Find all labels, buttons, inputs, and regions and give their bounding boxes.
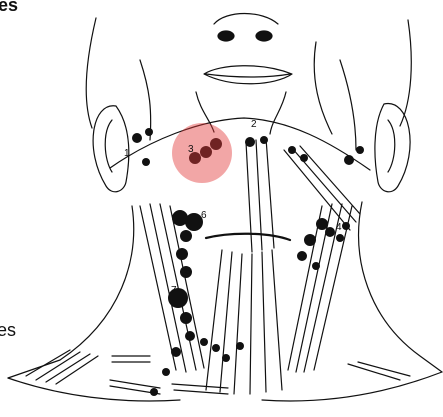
- node-label-2: 2: [251, 119, 257, 130]
- node-label-6: 6: [201, 210, 207, 221]
- node-label-7: 7: [171, 285, 177, 296]
- highlight-circle: [172, 123, 232, 183]
- node-label-3: 3: [188, 144, 194, 155]
- nostril-right: [256, 31, 272, 41]
- node-label-4: 4: [336, 222, 342, 233]
- neck-left: [8, 206, 134, 378]
- nostril-left: [218, 31, 234, 41]
- node-preauricular: [132, 133, 142, 143]
- hyoid: [206, 234, 290, 240]
- head-outline: [86, 18, 411, 128]
- node-label-5: 5: [185, 266, 191, 277]
- ear-right: [375, 104, 410, 192]
- neck-right: [359, 202, 442, 372]
- node-label-1: 1: [124, 148, 130, 159]
